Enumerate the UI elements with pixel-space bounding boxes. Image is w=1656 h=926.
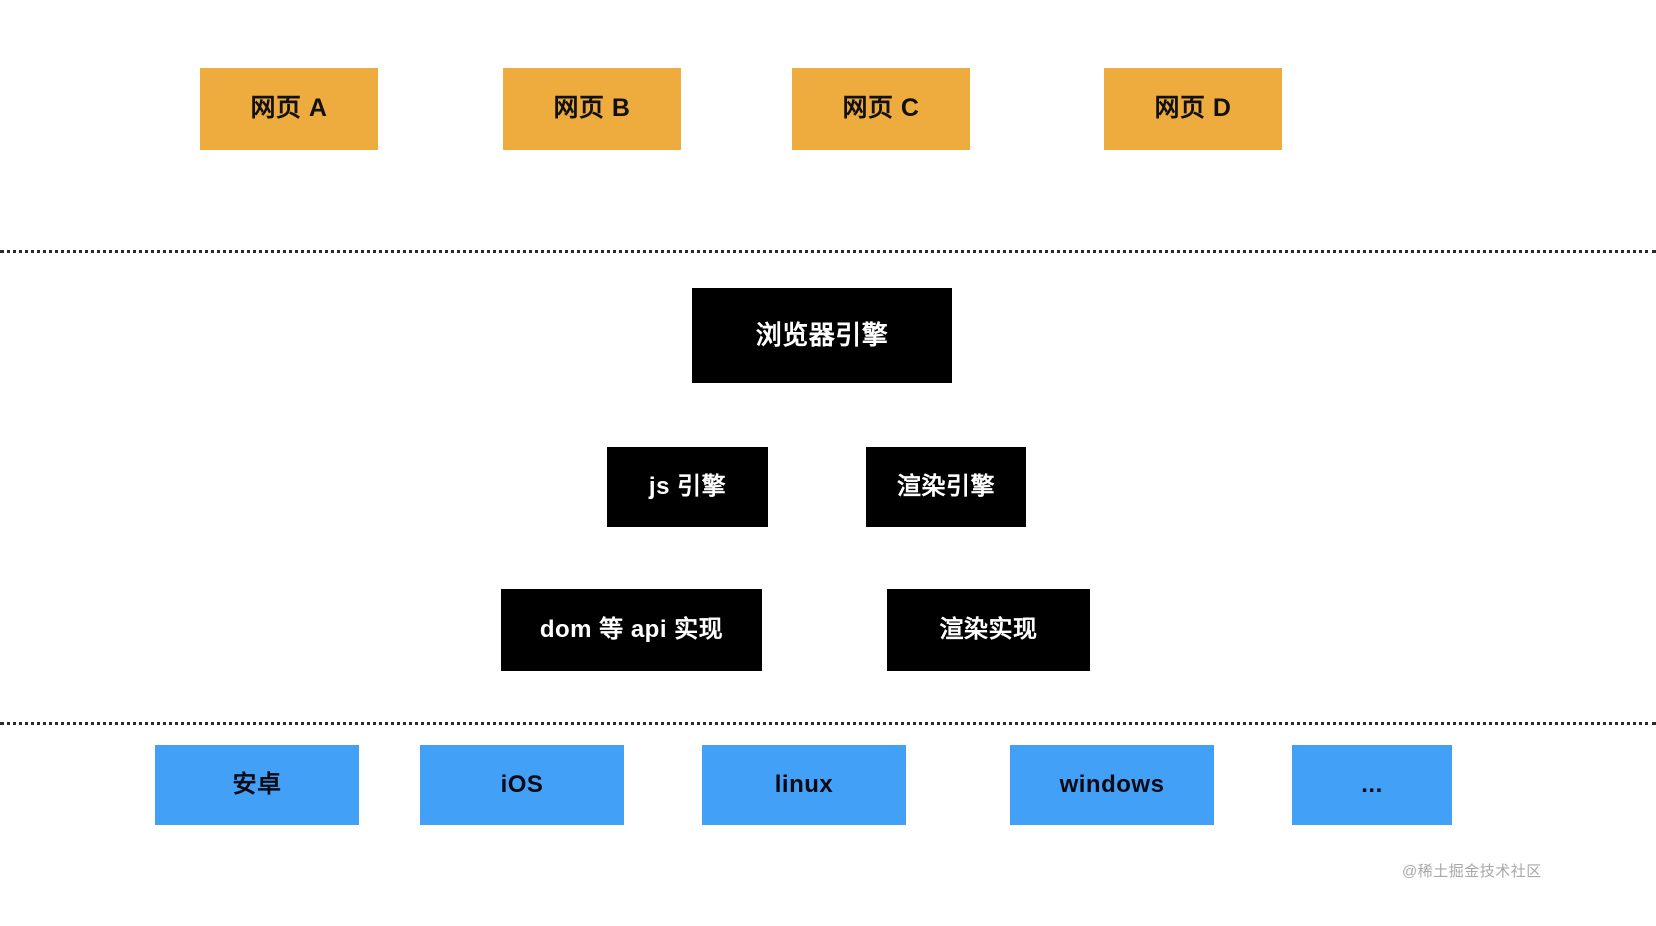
web-page-box-网页-d[interactable]: 网页 D (1104, 68, 1282, 150)
divider-browser-os (0, 722, 1656, 725)
engine-box-渲染实现[interactable]: 渲染实现 (887, 589, 1090, 671)
os-box-ios[interactable]: iOS (420, 745, 624, 825)
os-box-windows[interactable]: windows (1010, 745, 1214, 825)
engine-box-浏览器引擎[interactable]: 浏览器引擎 (692, 288, 952, 383)
os-box-安卓[interactable]: 安卓 (155, 745, 359, 825)
divider-web-browser (0, 250, 1656, 253)
engine-box-渲染引擎[interactable]: 渲染引擎 (866, 447, 1026, 527)
engine-box-dom-等-api-实现[interactable]: dom 等 api 实现 (501, 589, 762, 671)
os-box-more[interactable]: ... (1292, 745, 1452, 825)
os-box-linux[interactable]: linux (702, 745, 906, 825)
watermark-label: @稀土掘金技术社区 (1402, 863, 1542, 880)
web-page-box-网页-c[interactable]: 网页 C (792, 68, 970, 150)
web-page-box-网页-b[interactable]: 网页 B (503, 68, 681, 150)
engine-box-js-引擎[interactable]: js 引擎 (607, 447, 768, 527)
web-page-box-网页-a[interactable]: 网页 A (200, 68, 378, 150)
